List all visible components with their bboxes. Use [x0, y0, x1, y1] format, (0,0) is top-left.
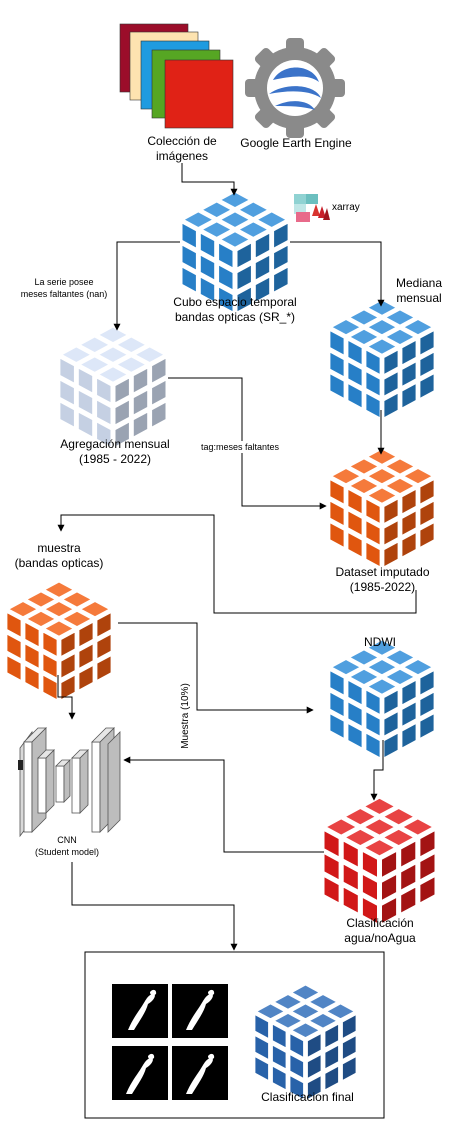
monthly-median-cube-icon	[328, 298, 436, 420]
map-thumbnail	[172, 1046, 228, 1100]
map-thumbnail	[172, 984, 228, 1038]
tag-missing-edge-label: tag:meses faltantes	[185, 441, 295, 453]
spatiotemporal-cube-icon	[180, 191, 290, 314]
edge-sample-to-cnn	[57, 675, 76, 720]
xarray-logo-icon	[294, 194, 330, 222]
imputed-dataset-cube-icon	[328, 447, 436, 569]
edges	[57, 163, 417, 951]
water-classification-cube-icon	[322, 797, 437, 925]
classification-thumbnails	[112, 984, 228, 1100]
imputed-label: Dataset imputado(1985-2022)	[335, 565, 430, 594]
edge-cube-to-aggregation	[113, 241, 180, 331]
final-classification-cube-icon	[253, 983, 358, 1101]
sample-cube-icon	[5, 580, 113, 702]
ndwi-label: NDWI	[364, 635, 396, 649]
edge-ndwi-to-classification	[370, 740, 384, 801]
map-thumbnail	[112, 984, 168, 1038]
cnn-architecture-icon	[19, 727, 121, 838]
gee-label: Google Earth Engine	[240, 136, 352, 150]
sample-label: muestra(bandas opticas)	[14, 541, 104, 570]
edge-imputed-to-sample	[57, 514, 417, 614]
edge-classification-to-cnn	[123, 756, 324, 853]
google-earth-engine-icon	[245, 38, 345, 138]
edge-cube-to-median	[290, 241, 385, 307]
final-label: Clasificacion final	[261, 1090, 354, 1104]
ndwi-cube-icon	[328, 638, 436, 760]
image-collection-icon	[119, 23, 234, 129]
monthly-aggregation-cube-icon	[58, 325, 168, 449]
edge-collection-to-cube	[181, 163, 238, 196]
xarray-label: xarray	[332, 202, 360, 213]
sample-pct-edge-label: Muestra (10%)	[180, 676, 192, 756]
cnn-label: CNN(Student model)	[34, 835, 100, 857]
final-classification-frame	[84, 951, 385, 1119]
cnn-input-marker-icon	[18, 760, 23, 770]
edge-cnn-to-final	[71, 862, 238, 951]
aggregation-label: Agregación mensual(1985 - 2022)	[60, 437, 170, 466]
map-thumbnail	[112, 1046, 168, 1100]
edge-sample-to-ndwi	[118, 622, 314, 714]
